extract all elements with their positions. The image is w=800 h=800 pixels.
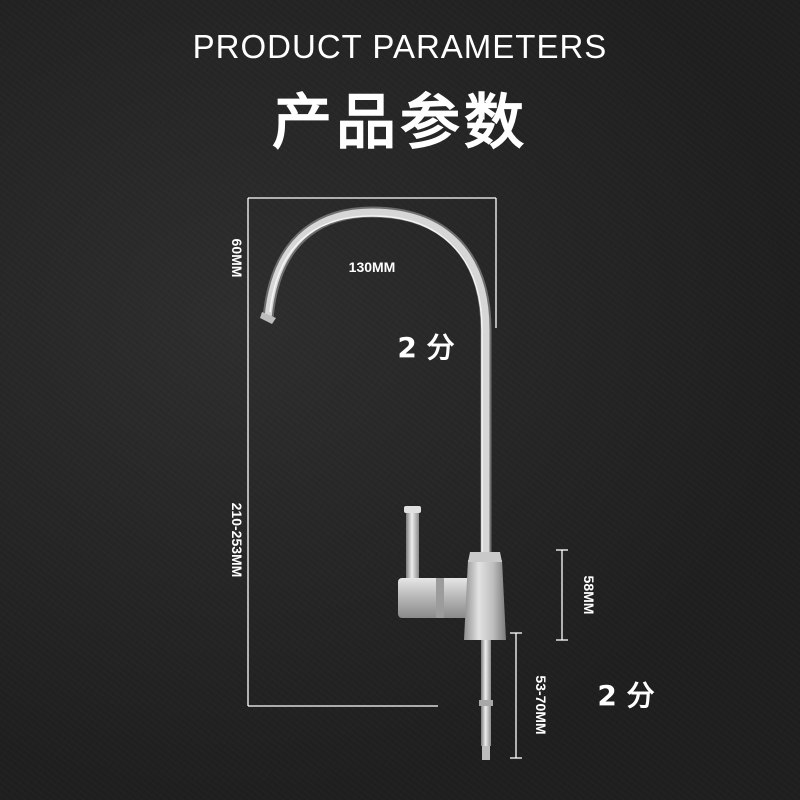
spout [264,208,490,560]
lever-cap [404,506,421,513]
spout-highlight [269,215,483,556]
faucet [260,206,506,760]
faucet-body [464,560,506,640]
valve-cylinder [398,578,472,618]
spout-tip [260,312,276,324]
shank-ring [479,700,493,706]
shank-tip [482,746,490,760]
shank [481,640,491,746]
title-english: PRODUCT PARAMETERS [192,28,608,65]
outlet-size-label: 2 分 [397,331,454,364]
dimension-lines [247,197,568,759]
valve-ring [436,578,444,618]
body-collar [468,552,502,562]
title-chinese: 产品参数 [272,88,528,158]
inlet-size-label: 2 分 [597,679,654,712]
body-height-label: 58MM [581,576,597,615]
spout-reach-label: 130MM [349,259,396,275]
lever-handle [406,508,419,586]
spout-drop-label: 60MM [229,239,245,278]
total-height-label: 210-253MM [229,503,245,578]
shank-length-label: 53-70MM [533,675,549,734]
